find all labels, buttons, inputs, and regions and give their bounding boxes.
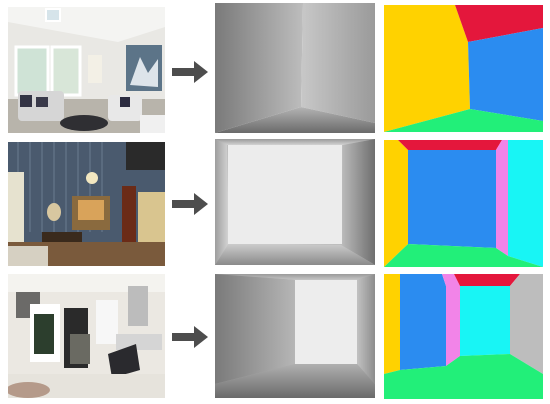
seg-left-wall [384,140,408,267]
seg-ceiling [455,5,543,42]
seg-ceiling [454,274,520,286]
layout-segmentation-1 [384,5,543,132]
example-row-3 [0,268,550,404]
seg-back-wall [468,28,543,121]
depth-map-2 [215,139,375,265]
seg-ceiling [398,140,502,150]
seg-left-wall-2 [400,274,446,370]
right-arrow-icon [172,193,208,215]
seg-left-wall [384,274,400,374]
seg-right-wall [510,274,543,374]
seg-right-wall [508,140,543,267]
input-photo-office [8,274,165,398]
layout-segmentation-3 [384,274,543,399]
example-row-1 [0,0,550,136]
seg-floor [384,244,543,267]
example-row-2 [0,136,550,268]
seg-back-wall [460,286,510,356]
seg-floor [384,109,543,132]
depth-map-1 [215,3,375,133]
seg-back-wall [408,150,496,248]
input-photo-dining-room [8,142,165,266]
depth-map-3 [215,274,375,398]
seg-floor [384,354,543,399]
layout-segmentation-2 [384,140,543,267]
seg-left-wall [384,5,470,132]
seg-left-wall-3 [442,274,460,366]
right-arrow-icon [172,326,208,348]
right-arrow-icon [172,61,208,83]
seg-right-inner-wall [496,140,508,256]
input-photo-living-room [8,7,165,133]
